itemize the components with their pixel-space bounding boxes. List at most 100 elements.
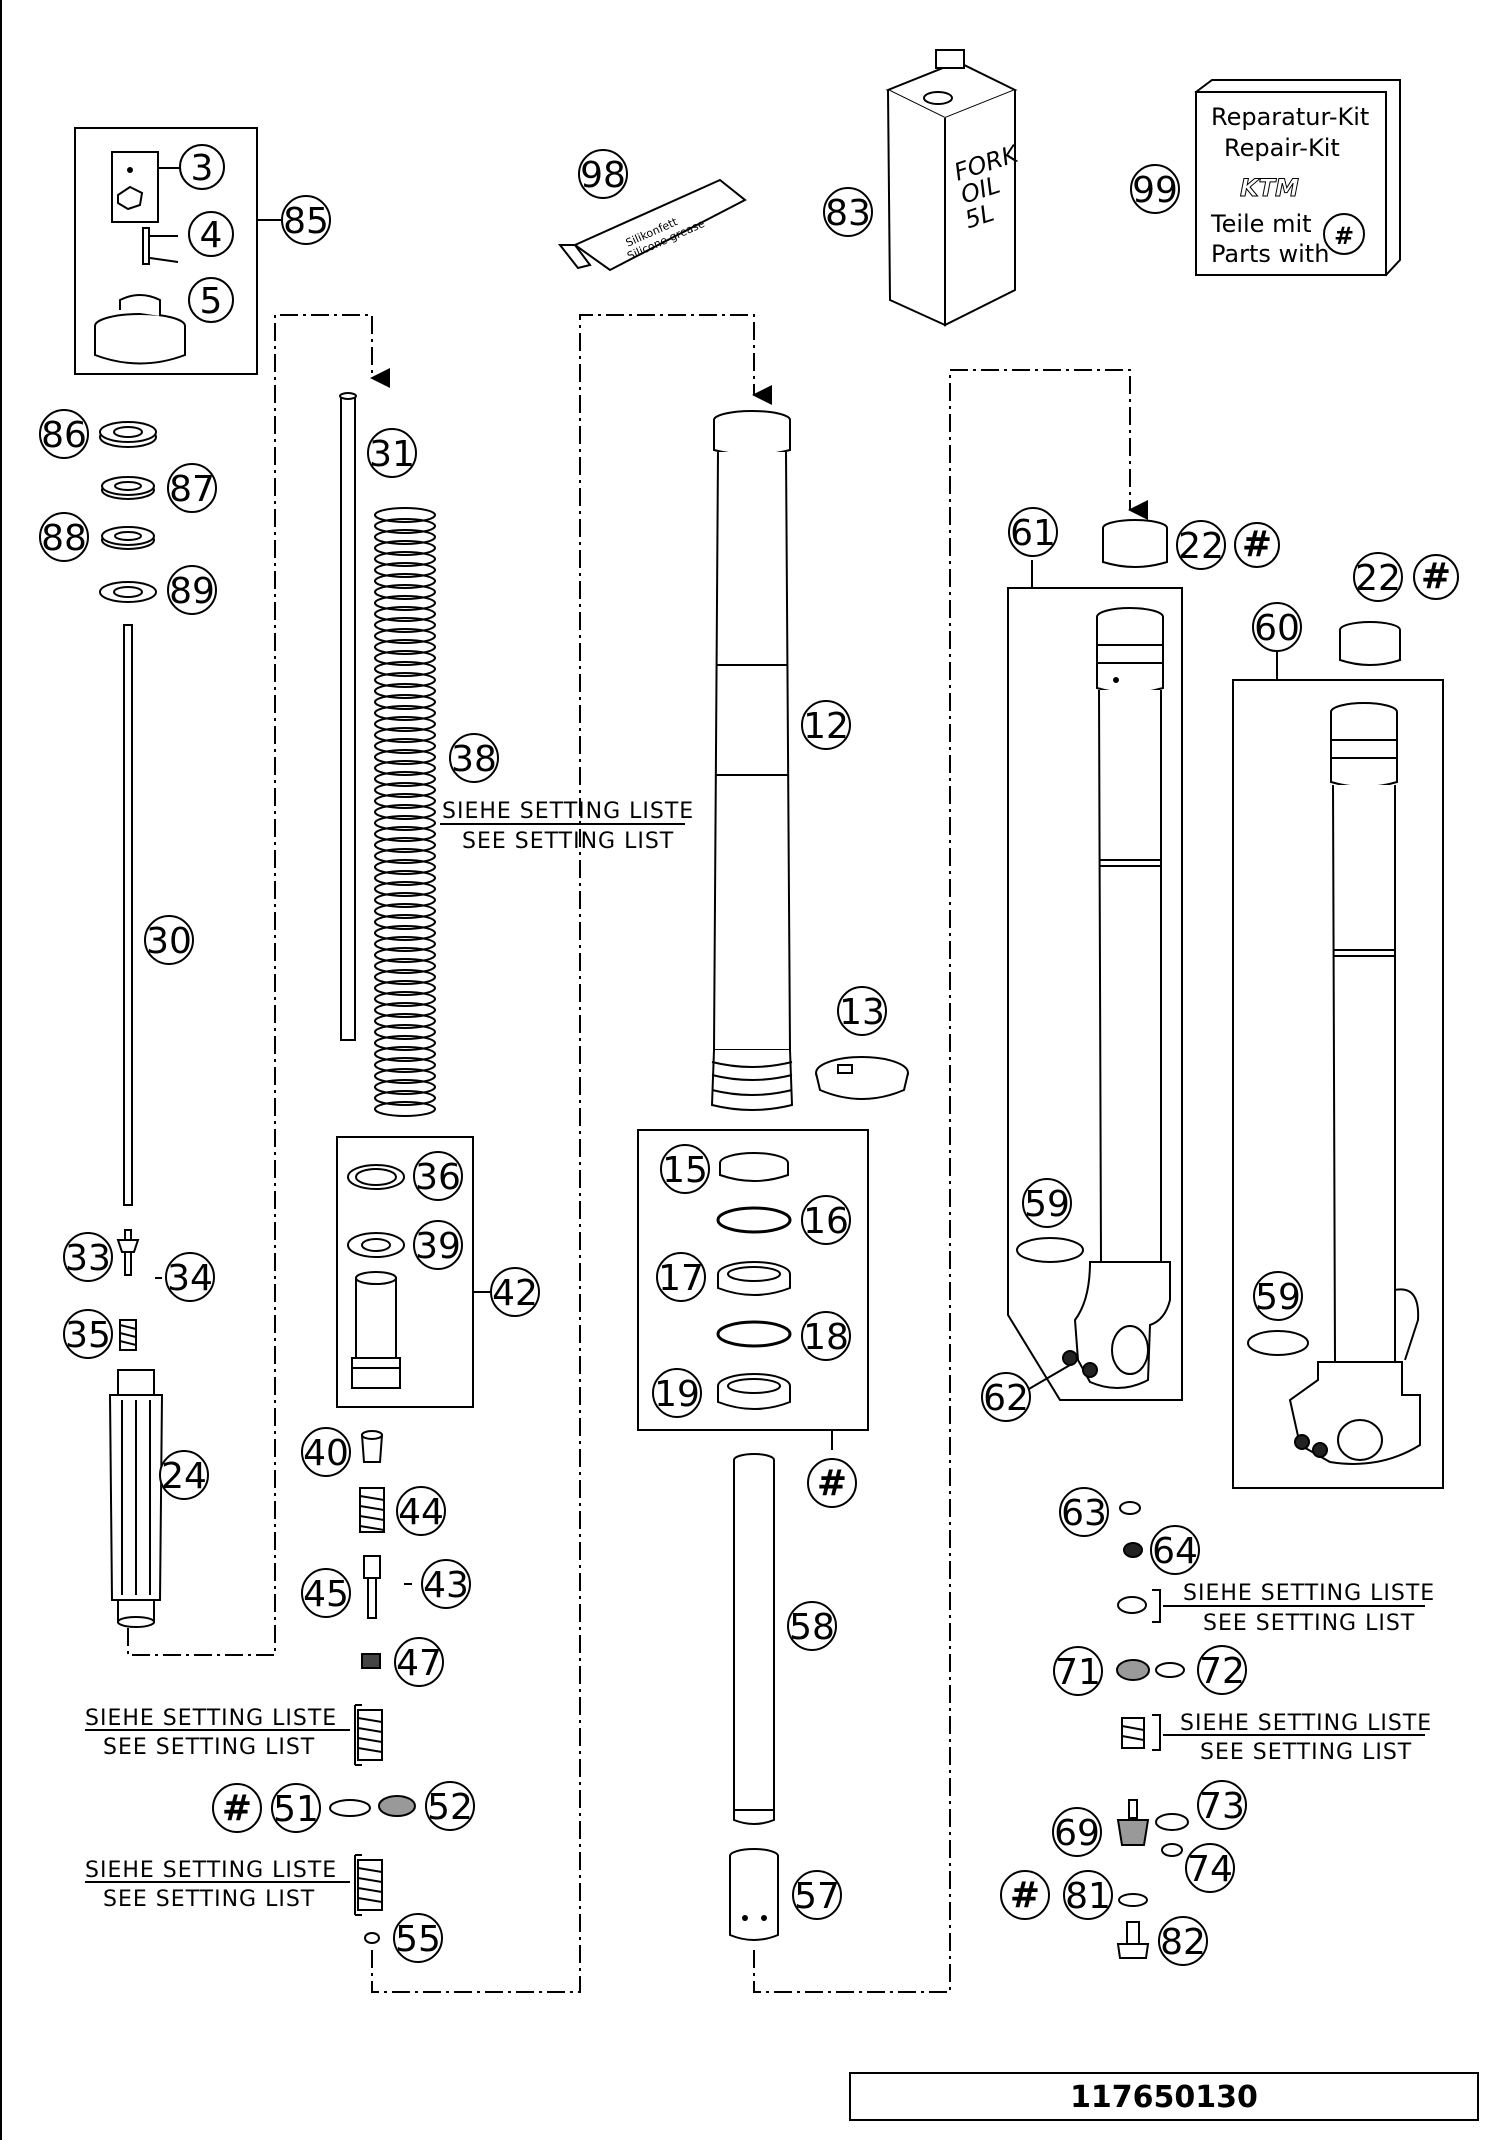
callout-52-text: 52 [427, 1787, 473, 1828]
small-parts-40-55 [329, 1430, 416, 1944]
spring-coil [374, 947, 436, 963]
spring-coil [374, 518, 436, 534]
spring-coil [374, 650, 436, 666]
spring-coil [374, 683, 436, 699]
spring-coil [374, 782, 436, 798]
callout-3-text: 3 [191, 148, 214, 189]
callout-89: 89 [167, 565, 217, 615]
callout-22-b-text: 22 [1355, 558, 1401, 599]
callout-38: 38 [449, 733, 499, 783]
bushing-22-b [1339, 621, 1401, 666]
callout-59-b-text: 59 [1255, 1277, 1301, 1318]
callout-15: 15 [660, 1144, 710, 1194]
callout-52: 52 [425, 1781, 475, 1831]
callout-88-text: 88 [41, 518, 87, 559]
callout-18-text: 18 [803, 1317, 849, 1358]
callout-73: 73 [1197, 1780, 1247, 1830]
callout-39-text: 39 [415, 1226, 461, 1267]
callout-58-text: 58 [789, 1607, 835, 1648]
callout-24: 24 [159, 1450, 209, 1500]
callout-5-text: 5 [200, 281, 223, 322]
callout-30: 30 [144, 915, 194, 965]
setting-note-adjuster-2: SIEHE SETTING LISTE SEE SETTING LIST [1163, 1711, 1432, 1765]
fork-oil-can-83: FORK OIL 5L [885, 49, 1023, 327]
callout-13-text: 13 [839, 992, 885, 1033]
spring-coil [374, 1079, 436, 1095]
callout-86: 86 [39, 409, 89, 459]
callout-85-text: 85 [283, 201, 329, 242]
spring-coil [374, 793, 436, 809]
callout-43: 43 [421, 1559, 471, 1609]
kit-mark-1-text: # [817, 1463, 847, 1504]
callout-83-text: 83 [825, 193, 871, 234]
callout-98: 98 [578, 149, 628, 199]
spring-coil [374, 540, 436, 556]
kit-mark-2-text: # [222, 1788, 252, 1829]
damper-tube-58 [733, 1453, 775, 1825]
callout-86-text: 86 [41, 415, 87, 456]
spring-coil [374, 606, 436, 622]
spring-coil [374, 1090, 436, 1106]
callout-98-text: 98 [580, 155, 626, 196]
spring-coil [374, 1002, 436, 1018]
callout-62-text: 62 [983, 1378, 1029, 1419]
callout-36-text: 36 [415, 1157, 461, 1198]
callouts: 3 4 5 85 98 83 99 86 87 88 89 30 31 38 1… [39, 144, 1459, 1966]
callout-kit-mark-2: # [212, 1783, 262, 1833]
callout-40-text: 40 [303, 1433, 349, 1474]
damper-cartridge-24 [108, 1369, 164, 1628]
callout-59-a: 59 [1022, 1178, 1072, 1228]
setting-note-de: SIEHE SETTING LISTE [1183, 1581, 1435, 1606]
callout-22-b: 22 [1353, 552, 1403, 602]
spring-coil [374, 815, 436, 831]
setting-note-en: SEE SETTING LIST [1203, 1611, 1415, 1636]
spring-coil [374, 1057, 436, 1073]
spring-coil [374, 507, 436, 523]
callout-4-text: 4 [200, 215, 223, 256]
callout-12-text: 12 [803, 706, 849, 747]
adjuster-small-parts [1116, 1501, 1189, 1959]
fork-spring-38 [374, 507, 436, 1117]
callout-74-text: 74 [1187, 1849, 1233, 1890]
spring-coil [374, 771, 436, 787]
piston-rod-30 [116, 624, 162, 1351]
callout-19: 19 [652, 1368, 702, 1418]
callout-30-text: 30 [146, 921, 192, 962]
spring-coil [374, 903, 436, 919]
kit-mark-5-text: # [1421, 556, 1451, 597]
callout-60: 60 [1252, 602, 1302, 652]
setting-note-spring: SIEHE SETTING LISTE SEE SETTING LIST [440, 799, 693, 854]
kit-line-1: Reparatur-Kit [1211, 103, 1369, 131]
spring-coil [374, 925, 436, 941]
spring-coil [374, 672, 436, 688]
callout-36: 36 [413, 1151, 463, 1201]
spring-coil [374, 980, 436, 996]
repair-kit-99: Reparatur-Kit Repair-Kit KTM Teile mit P… [1194, 79, 1401, 277]
setting-note-en: SEE SETTING LIST [103, 1735, 315, 1760]
spring-coil [374, 705, 436, 721]
spring-coil [374, 1068, 436, 1084]
setting-note-de: SIEHE SETTING LISTE [1180, 1711, 1432, 1736]
callout-35: 35 [63, 1309, 113, 1359]
drawing-number: 117650130 [1070, 2080, 1258, 2115]
outer-tube-61 [1007, 560, 1183, 1401]
callout-33: 33 [63, 1232, 113, 1282]
spring-coil [374, 1101, 436, 1117]
drawing-number-box: 117650130 [849, 2072, 1479, 2121]
kit-line-3: Teile mit [1210, 210, 1312, 238]
callout-99-text: 99 [1132, 170, 1178, 211]
callout-85: 85 [281, 195, 331, 245]
inner-tube-12 [710, 410, 794, 1111]
callout-19-text: 19 [654, 1374, 700, 1415]
kit-mark: # [1334, 222, 1354, 250]
callout-87-text: 87 [169, 469, 215, 510]
callout-5: 5 [188, 277, 234, 323]
spring-coil [374, 848, 436, 864]
callout-44: 44 [396, 1486, 446, 1536]
callout-61-text: 61 [1010, 513, 1056, 554]
callout-64: 64 [1150, 1525, 1200, 1575]
callout-kit-mark-1: # [807, 1458, 857, 1508]
callout-73-text: 73 [1199, 1786, 1245, 1827]
spring-coil [374, 661, 436, 677]
callout-59-b: 59 [1253, 1271, 1303, 1321]
